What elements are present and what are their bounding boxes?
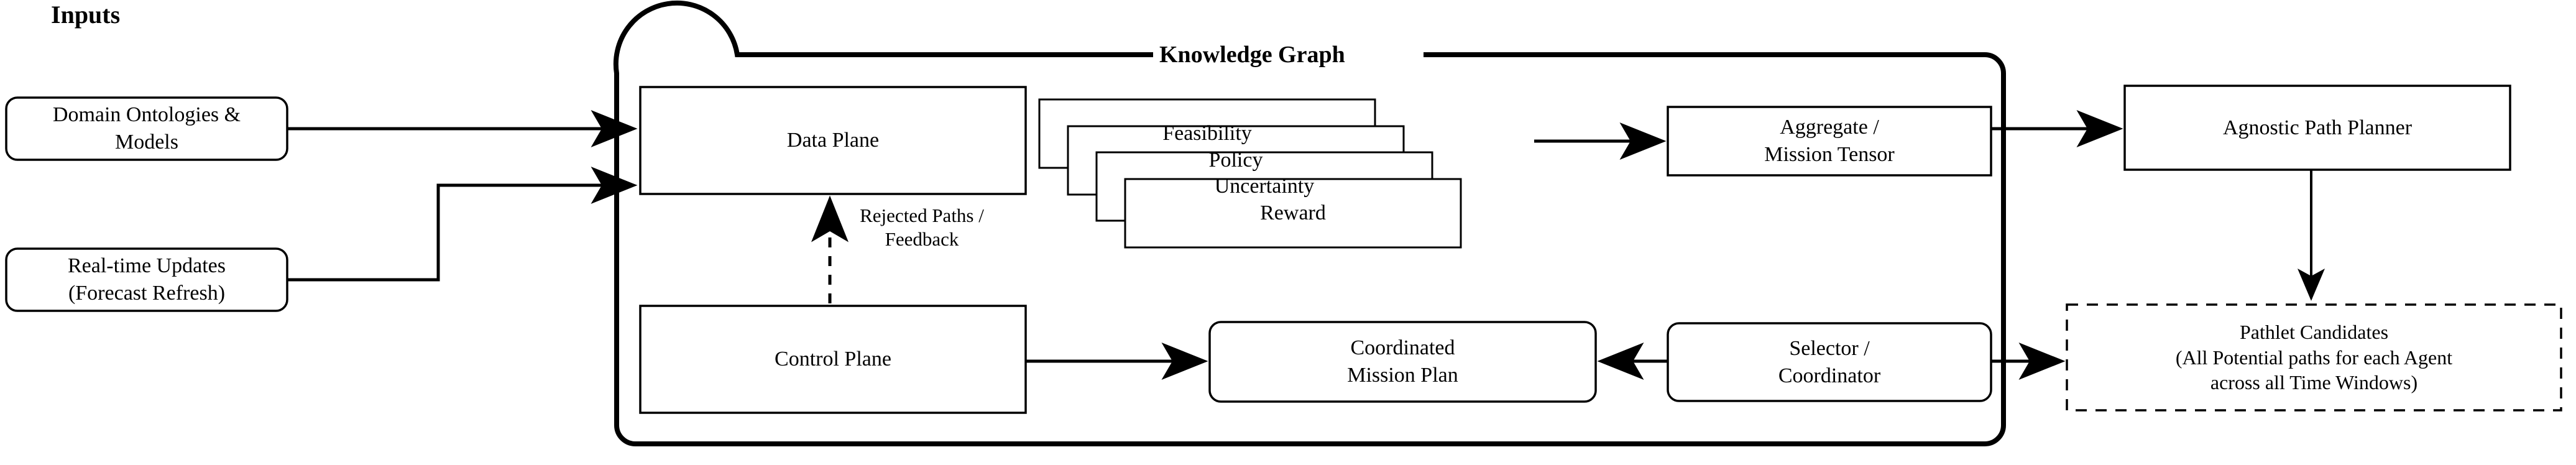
node-box-control-plane[interactable] xyxy=(639,305,1027,414)
node-label-selector-coordinator: Selector /Coordinator xyxy=(1778,336,1881,387)
card-label-policy: Policy xyxy=(1208,149,1263,172)
node-label-agnostic-path-planner: Agnostic Path Planner xyxy=(2222,116,2413,139)
node-label-pathlet-candidates: Pathlet Candidates(All Potential paths f… xyxy=(2175,320,2453,394)
input-label-realtime-updates: Real-time Updates(Forecast Refresh) xyxy=(68,254,226,305)
node-label-data-plane: Data Plane xyxy=(786,129,880,152)
knowledge-graph-title: Knowledge Graph xyxy=(1159,42,1345,68)
card-box-reward[interactable] xyxy=(1124,178,1462,249)
card-label-uncertainty: Uncertainty xyxy=(1214,175,1315,198)
card-label-feasibility: Feasibility xyxy=(1162,122,1252,145)
page-title: Inputs xyxy=(51,1,121,29)
card-label-reward: Reward xyxy=(1260,201,1326,225)
node-box-data-plane[interactable] xyxy=(639,86,1027,195)
node-box-agnostic-path-planner[interactable] xyxy=(2123,85,2511,171)
node-label-aggregate-mission-tensor: Aggregate /Mission Tensor xyxy=(1764,116,1895,166)
node-box-aggregate-mission-tensor[interactable] xyxy=(1667,106,1992,177)
node-box-coordinated-mission-plan[interactable] xyxy=(1208,321,1597,403)
knowledge-graph-container-border xyxy=(613,0,2006,446)
node-label-control-plane: Control Plane xyxy=(775,348,891,371)
edge-updates-to-data-plane xyxy=(287,167,638,282)
input-label-domain-ontologies: Domain Ontologies &Models xyxy=(52,103,241,154)
node-box-pathlet-candidates[interactable] xyxy=(2066,303,2562,412)
edge-label-rejected-paths-feedback: Rejected Paths /Feedback xyxy=(860,205,984,250)
